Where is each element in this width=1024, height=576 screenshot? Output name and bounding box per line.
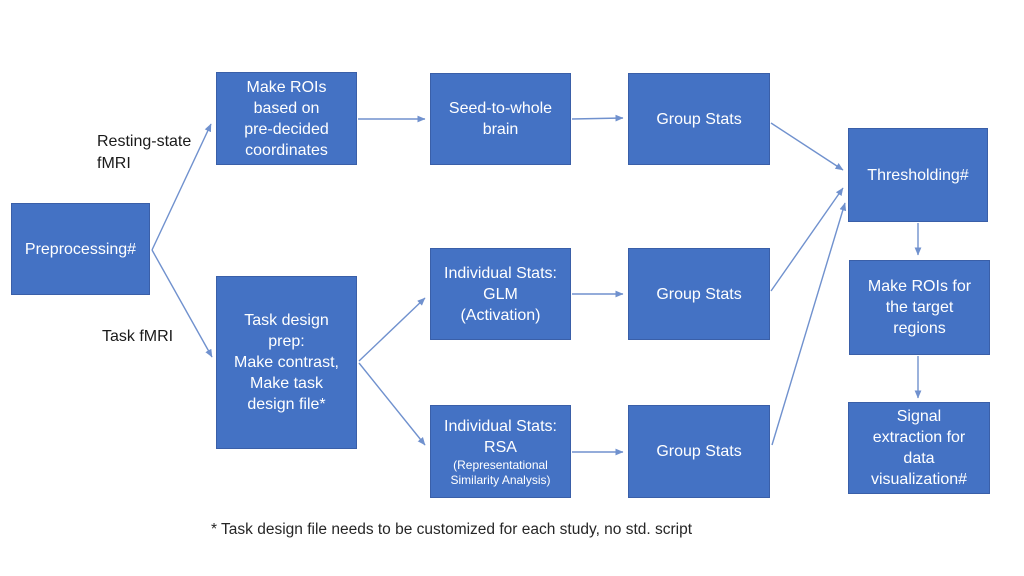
node-signal-extraction-label: Signal extraction for data visualization…: [870, 408, 968, 488]
node-group-stats-resting-label: Group Stats: [656, 110, 742, 128]
node-task-design-prep: Task design prep: Make contrast, Make ta…: [216, 276, 357, 449]
node-group-stats-glm: Group Stats: [628, 248, 770, 340]
arrow-seed_to_whole_brain-to-group_stats_resting: [571, 114, 624, 122]
node-thresholding-label: Thresholding#: [867, 166, 969, 184]
node-make-rois-coordinates-label: Make ROIs based on pre-decided coordinat…: [244, 78, 329, 159]
node-signal-extraction: Signal extraction for data visualization…: [848, 402, 990, 494]
node-preprocessing-label: Preprocessing#: [24, 240, 137, 258]
arrow-task_design_prep-to-individual_stats_rsa: [358, 362, 426, 446]
node-individual-stats-rsa-label: Individual Stats: RSA: [444, 417, 557, 456]
node-preprocessing: Preprocessing#: [11, 203, 150, 295]
footnote-text: * Task design file needs to be customize…: [211, 521, 693, 538]
arrow-group_stats_resting-to-thresholding: [770, 122, 844, 171]
node-seed-to-whole-brain: Seed-to-whole brain: [430, 73, 571, 165]
node-make-rois-target: Make ROIs for the target regions: [849, 260, 990, 355]
node-individual-stats-rsa: Individual Stats: RSA (Representational …: [430, 405, 571, 498]
node-seed-to-whole-brain-label: Seed-to-whole brain: [448, 100, 553, 138]
node-make-rois-target-label: Make ROIs for the target regions: [867, 278, 972, 337]
node-group-stats-rsa: Group Stats: [628, 405, 770, 498]
node-individual-stats-glm-label: Individual Stats: GLM (Activation): [444, 264, 557, 324]
node-make-rois-coordinates: Make ROIs based on pre-decided coordinat…: [216, 72, 357, 165]
node-thresholding: Thresholding#: [848, 128, 988, 222]
arrow-group_stats_rsa-to-thresholding: [771, 202, 847, 446]
node-individual-stats-glm: Individual Stats: GLM (Activation): [430, 248, 571, 340]
node-group-stats-rsa-label: Group Stats: [656, 443, 742, 460]
node-group-stats-glm-label: Group Stats: [656, 285, 742, 303]
arrow-group_stats_glm-to-thresholding: [770, 187, 844, 292]
node-task-design-prep-label: Task design prep: Make contrast, Make ta…: [234, 312, 339, 413]
branch-label-task-fmri: Task fMRI: [102, 328, 174, 345]
node-group-stats-resting: Group Stats: [628, 73, 770, 165]
arrow-task_design_prep-to-individual_stats_glm: [358, 297, 426, 362]
node-individual-stats-rsa-sublabel: (Representational Similarity Analysis): [450, 457, 551, 487]
branch-label-resting-state-fmri: Resting-state fMRI: [97, 133, 192, 172]
